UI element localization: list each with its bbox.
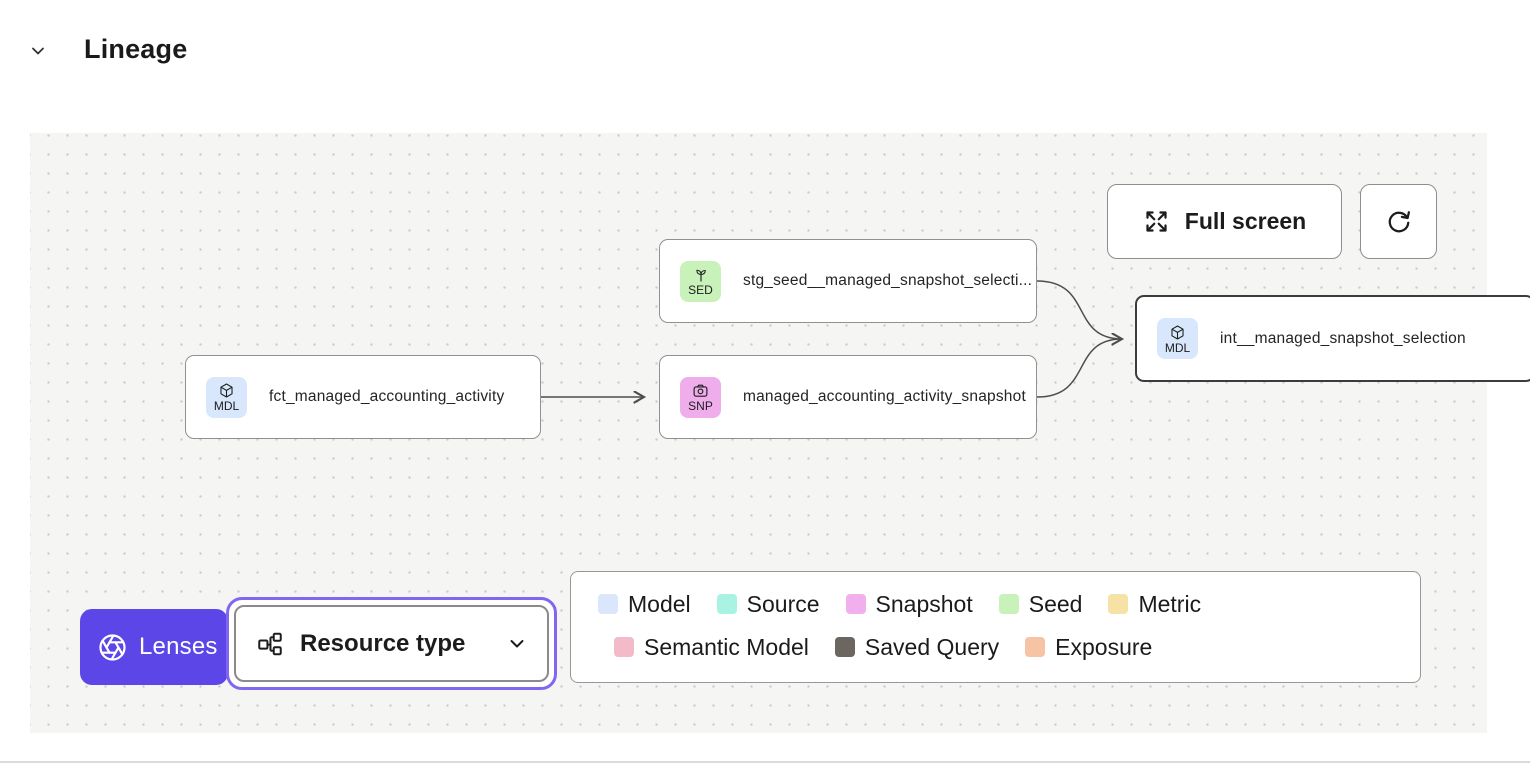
resource-type-dropdown[interactable]: Resource type [234,605,549,682]
legend-swatch [1025,637,1046,657]
legend-box: Model Source Snapshot Seed Metric Semantic M… [570,571,1421,683]
node-label: int__managed_snapshot_selection [1220,329,1466,347]
node-label: stg_seed__managed_snapshot_selecti... [743,272,1033,289]
refresh-button[interactable] [1360,184,1437,259]
bottom-divider [0,761,1530,763]
lineage-node-fct-managed-accounting-activity[interactable]: MDL fct_managed_accounting_activity [185,355,541,439]
lenses-button[interactable]: Lenses [80,609,228,685]
legend-label: Exposure [1055,633,1153,660]
legend-item-seed: Seed [998,590,1083,618]
lineage-node-stg-seed[interactable]: SED stg_seed__managed_snapshot_selecti..… [659,239,1037,323]
legend-label: Semantic Model [644,633,809,660]
badge-code: MDL [213,399,240,413]
legend-label: Metric [1138,590,1202,617]
legend-item-snapshot: Snapshot [845,590,973,618]
cube-icon [220,383,233,398]
chevron-down-icon [510,639,524,647]
hierarchy-icon [258,632,282,655]
lineage-node-managed-accounting-activity-snapshot[interactable]: SNP managed_accounting_activity_snapshot [659,355,1037,439]
lenses-label: Lenses [139,633,218,660]
node-label: managed_accounting_activity_snapshot [743,388,1026,405]
legend-item-source: Source [716,590,820,618]
legend-swatch [834,637,855,657]
legend-label: Seed [1028,590,1083,617]
resource-type-label: Resource type [300,629,466,657]
legend-item-metric: Metric [1108,591,1201,618]
legend-swatch [845,594,866,614]
badge-code: SNP [688,399,713,413]
full-screen-button[interactable]: Full screen [1107,184,1342,259]
legend-item-model: Model [598,591,691,618]
snapshot-badge: SNP [680,376,721,418]
legend-swatch [716,594,737,614]
legend-label: Source [746,590,820,617]
legend-label: Snapshot [875,590,973,617]
resource-type-focus-ring: Resource type [226,597,557,690]
legend-item-saved-query: Saved Query [834,633,1000,661]
sprout-icon [695,269,706,282]
seed-badge: SED [680,260,721,302]
camera-icon [693,384,708,397]
chevron-down-icon [32,47,44,55]
node-label: fct_managed_accounting_activity [269,388,505,405]
legend-label: Saved Query [864,633,1000,660]
aperture-icon [99,633,126,661]
collapse-section-button[interactable] [27,40,49,62]
page-title: Lineage [84,34,188,64]
model-badge: MDL [206,376,247,418]
model-badge: MDL [1157,318,1198,359]
legend-row-2: Semantic Model Saved Query Exposure [614,630,1420,664]
expand-arrows-icon [1146,211,1167,232]
legend-row-1: Model Source Snapshot Seed Metric [598,587,1420,621]
badge-code: MDL [1164,340,1191,355]
legend-swatch [998,594,1019,614]
legend-label: Model [628,590,691,617]
refresh-icon [1388,210,1410,232]
legend-swatch [614,637,634,657]
legend-item-exposure: Exposure [1025,634,1152,661]
legend-swatch [1108,594,1129,614]
cube-icon [1171,324,1184,340]
full-screen-label: Full screen [1184,208,1307,234]
badge-code: SED [688,282,713,297]
legend-item-semantic-model: Semantic Model [614,634,809,661]
lineage-node-int-managed-snapshot-selection[interactable]: MDL int__managed_snapshot_selection [1135,295,1530,382]
legend-swatch [598,594,618,614]
